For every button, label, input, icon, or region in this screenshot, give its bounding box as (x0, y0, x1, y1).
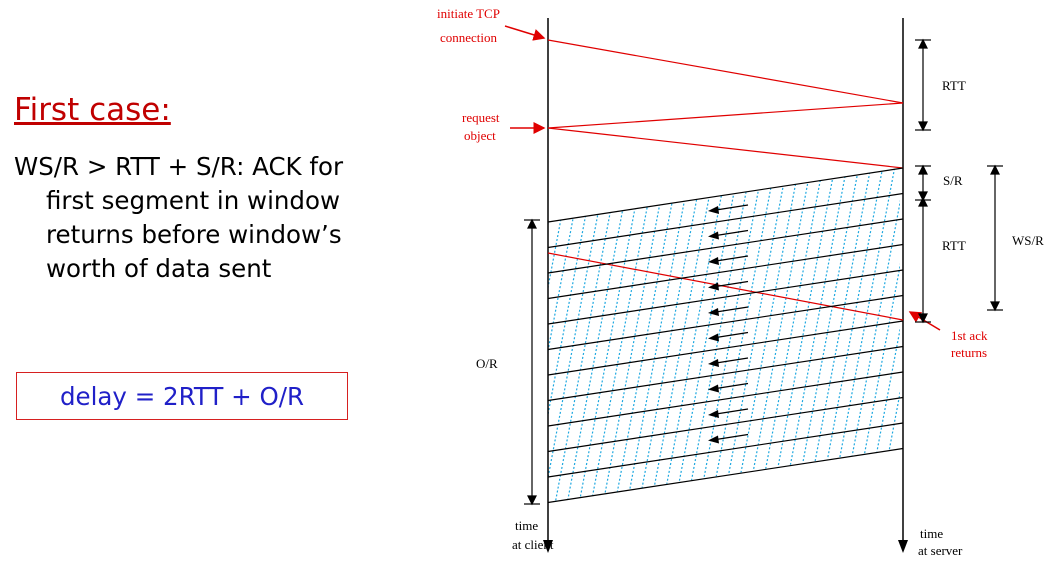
initiate-label-2: connection (440, 30, 498, 45)
ack-arrow (708, 382, 749, 393)
hatch-line (779, 168, 851, 502)
hatch-line (719, 168, 791, 502)
data-segments (547, 167, 904, 504)
hatch-line (731, 168, 803, 502)
ack-arrow (708, 357, 749, 367)
or-arrow-up (527, 218, 537, 229)
sr-label: S/R (943, 173, 963, 188)
client-time-label-2: at client (512, 537, 554, 552)
case-description: WS/R > RTT + S/R: ACK for first segment … (14, 152, 344, 283)
or-arrow-down (527, 495, 537, 506)
data-segment-line (547, 269, 904, 325)
ack-arrow (708, 433, 749, 444)
hatch-line (575, 168, 647, 502)
hatch-line (803, 168, 875, 502)
hatch-line (548, 168, 551, 502)
hatch-line (671, 168, 743, 502)
data-segment-line (547, 396, 904, 453)
delay-formula-box: delay = 2RTT + O/R (16, 372, 348, 420)
ack-arrows (708, 204, 749, 444)
data-segment-line (547, 218, 904, 274)
sr-arrow-down (918, 191, 928, 202)
ack-arrow (708, 229, 749, 240)
hatch-line (707, 168, 779, 502)
hatch-line (839, 168, 900, 502)
syn-line (547, 39, 904, 104)
hatch-line (767, 168, 839, 502)
request-label-1: request (462, 110, 500, 125)
data-segment-line (547, 345, 904, 402)
data-segment-line (547, 294, 904, 351)
server-timeline-arrowhead (898, 540, 908, 553)
synack-line (547, 102, 904, 129)
rtt-mid-arrow-down (918, 313, 928, 324)
hatch-line (563, 168, 635, 502)
server-time-label-1: time (920, 526, 943, 541)
case-title: First case: (14, 92, 171, 128)
data-segment-line (547, 167, 904, 223)
server-time-label-2: at server (918, 543, 963, 558)
hatch-line (599, 168, 671, 502)
ack-arrow (708, 280, 749, 291)
data-segment-line (547, 243, 904, 300)
ack-arrow (708, 204, 749, 214)
hatch-line (815, 168, 887, 502)
initiate-label-1: initiate TCP (437, 6, 500, 21)
data-segment-line (547, 320, 904, 376)
initiate-pointer-arrow (504, 25, 546, 41)
first-ack-label-1: 1st ack (951, 328, 988, 343)
first-ack-pointer-arrow (908, 311, 941, 331)
data-segment-line (547, 371, 904, 427)
rtt-top-arrow-down (918, 121, 928, 132)
rtt-top-label: RTT (942, 78, 966, 93)
ack-arrow (708, 331, 749, 342)
hatch-line (623, 168, 695, 502)
wsr-arrow-down (990, 301, 1000, 312)
or-label: O/R (476, 356, 498, 371)
client-timeline-arrowhead (543, 540, 553, 553)
ack-arrow (708, 306, 749, 316)
sr-arrow-up (918, 164, 928, 175)
hatch-line (587, 168, 659, 502)
request-label-2: object (464, 128, 496, 143)
wsr-arrow-up (990, 164, 1000, 175)
hatch-line (863, 168, 900, 502)
data-segment-line (547, 447, 904, 504)
hatch-line (683, 168, 755, 502)
rtt-top-arrow-up (918, 38, 928, 49)
hatch-line (791, 168, 863, 502)
first-ack-label-2: returns (951, 345, 987, 360)
hatch-line (743, 168, 815, 502)
hatch-line (851, 168, 900, 502)
rtt-mid-label: RTT (942, 238, 966, 253)
ack-arrow (708, 408, 749, 418)
wsr-label: WS/R (1012, 233, 1044, 248)
rtt-mid-arrow-up (918, 196, 928, 207)
ack-arrow (708, 255, 749, 265)
data-segment-line (547, 422, 904, 478)
data-segment-line (547, 192, 904, 249)
request-line (547, 127, 904, 169)
delay-formula: delay = 2RTT + O/R (59, 381, 305, 411)
client-time-label-1: time (515, 518, 538, 533)
hatch-line (635, 168, 707, 502)
hatch-line (827, 168, 899, 502)
hatch-line (647, 168, 719, 502)
hatch-line (755, 168, 827, 502)
